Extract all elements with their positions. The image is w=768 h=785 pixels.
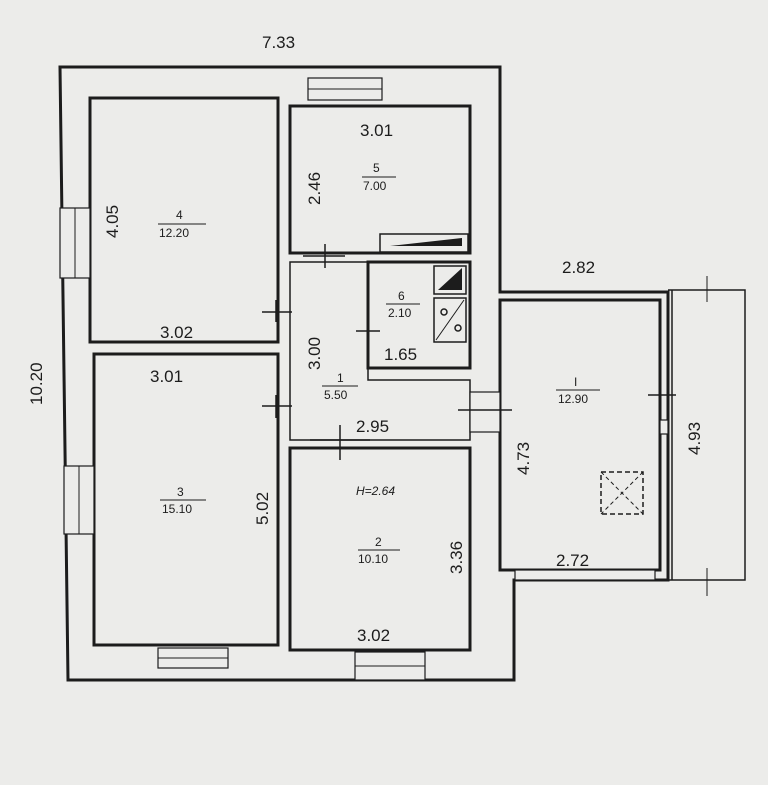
room-6-number: 6 <box>398 289 405 303</box>
room-5-width-dim: 3.01 <box>360 121 393 140</box>
ceiling-height-label: H=2.64 <box>356 484 395 498</box>
sink-icon <box>433 297 467 343</box>
room-2-area: 10.10 <box>358 552 388 566</box>
room-3-area: 15.10 <box>162 502 192 516</box>
room-3-height-dim: 5.02 <box>253 492 272 525</box>
room-1-number: 1 <box>337 371 344 385</box>
room-I-area: 12.90 <box>558 392 588 406</box>
room-4-width-dim: 3.02 <box>160 323 193 342</box>
room-2: H=2.64 2 10.10 3.36 3.02 <box>356 484 466 645</box>
room-1: 3.00 1 5.50 2.95 <box>305 337 389 436</box>
windows <box>59 77 669 681</box>
overall-height-label: 10.20 <box>27 362 46 405</box>
room-5-number: 5 <box>373 161 380 175</box>
room-4-height-dim: 4.05 <box>103 205 122 238</box>
window-annex-bottom <box>514 569 656 581</box>
hall-height-dim: 3.00 <box>305 337 324 370</box>
room-6-area: 2.10 <box>388 306 412 320</box>
room-6-width-dim: 1.65 <box>384 345 417 364</box>
room-1-area: 5.50 <box>324 388 348 402</box>
stairs-hatch-icon <box>600 471 644 515</box>
room-4-number: 4 <box>176 208 183 222</box>
room-3-width-dim: 3.01 <box>150 367 183 386</box>
room-3: 3.01 3 15.10 5.02 <box>150 367 272 525</box>
room-2-width-dim: 3.02 <box>357 626 390 645</box>
room-5: 3.01 5 7.00 2.46 <box>305 121 396 205</box>
overall-width-label: 7.33 <box>262 33 295 52</box>
window-annex-right <box>659 419 669 435</box>
room-2-number: 2 <box>375 535 382 549</box>
annex-bottom-width-dim: 2.72 <box>556 551 589 570</box>
room-I: 2.82 I 12.90 4.73 2.72 4.93 <box>514 258 704 570</box>
hall-width-dim: 2.95 <box>356 417 389 436</box>
room-5-area: 7.00 <box>363 179 387 193</box>
room-5-height-dim: 2.46 <box>305 172 324 205</box>
stove-icon <box>433 265 467 295</box>
annex-top-width-dim: 2.82 <box>562 258 595 277</box>
porch-height-dim: 4.93 <box>685 422 704 455</box>
fixtures <box>379 233 644 515</box>
room-I-number: I <box>574 375 577 389</box>
room-4: 4 12.20 4.05 3.02 <box>103 205 206 342</box>
radiator-icon <box>379 233 469 253</box>
room-3-number: 3 <box>177 485 184 499</box>
room-2-height-dim: 3.36 <box>447 541 466 574</box>
doors <box>262 244 676 460</box>
porch <box>668 276 746 596</box>
annex-height-dim: 4.73 <box>514 442 533 475</box>
room-6: 6 2.10 1.65 <box>384 289 420 364</box>
room-4-area: 12.20 <box>159 226 189 240</box>
